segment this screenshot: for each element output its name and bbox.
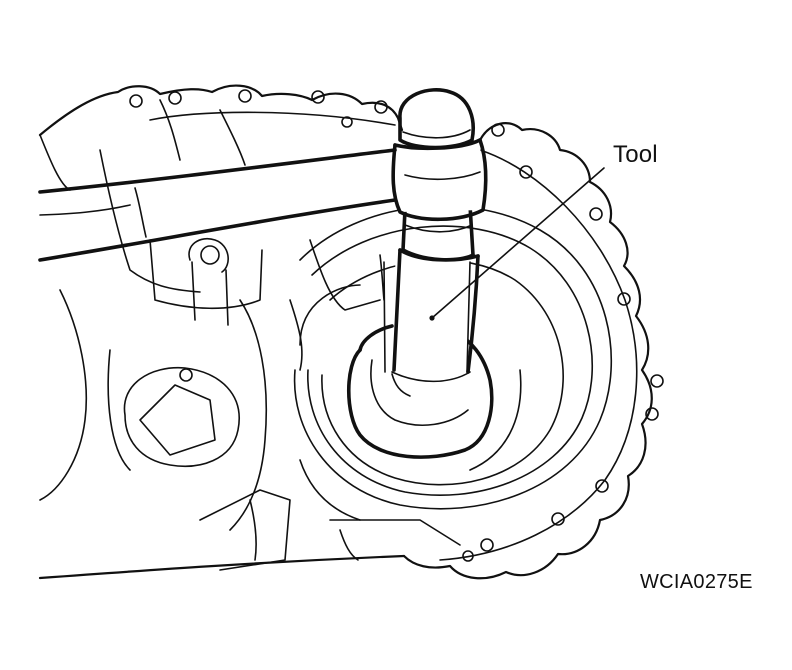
tool-leader-line	[431, 167, 605, 319]
housing-inner-flange	[149, 111, 638, 561]
tool-label: Tool	[613, 141, 658, 168]
tool-upper	[401, 203, 475, 262]
housing-outer-flange	[38, 84, 653, 580]
leader-dot	[429, 315, 435, 321]
oil-seal-top	[358, 324, 394, 352]
lower-left-pocket	[107, 349, 240, 471]
left-mounting-boss	[149, 238, 263, 326]
housing-contours	[39, 99, 461, 571]
tool-drift	[379, 248, 480, 397]
bottom-edge-line	[38, 554, 406, 580]
seal-inner-line	[370, 359, 469, 426]
hammer-handle	[38, 148, 397, 262]
hammer-head	[391, 88, 488, 222]
figure-code-label: WCIA0275E	[640, 571, 753, 593]
oil-seal	[346, 330, 494, 459]
